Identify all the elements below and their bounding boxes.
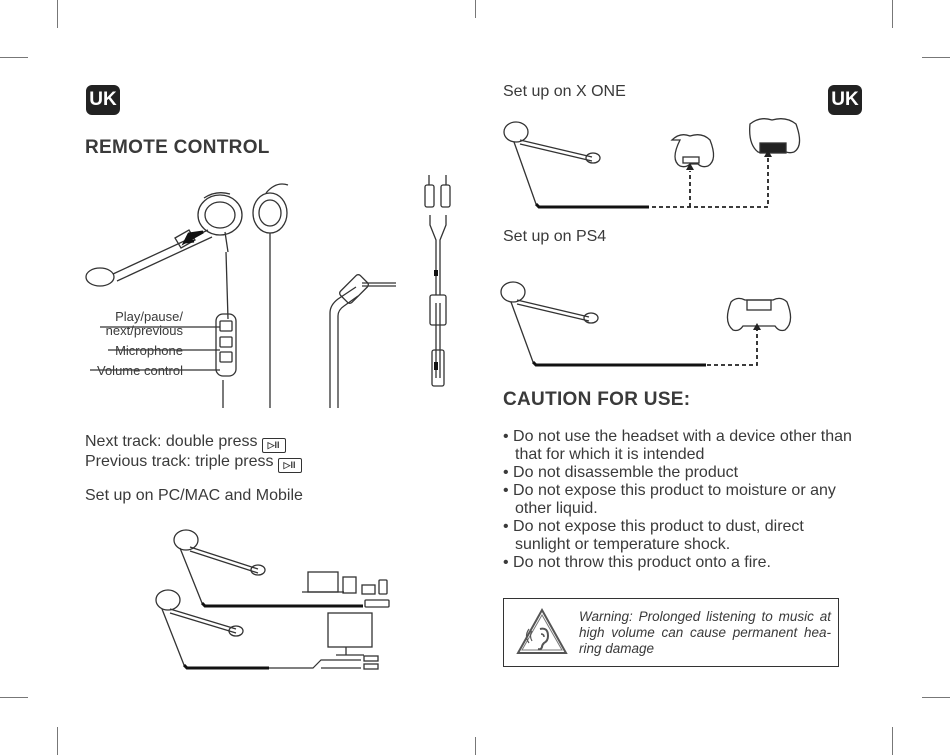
setup-ps4-title: Set up on PS4 [503, 228, 607, 245]
play-pause-icon: ▷II [261, 438, 286, 453]
caution-item: • Do not expose this product to dust, di… [503, 518, 804, 553]
label-microphone: Microphone [115, 343, 183, 358]
crop-mark [57, 727, 58, 755]
remote-labels: Play/pause/ next/previous Microphone Vol… [85, 310, 183, 378]
crop-mark [475, 0, 476, 18]
hearing-warning-icon [516, 607, 568, 654]
caution-item: • Do not expose this product to moisture… [503, 482, 836, 517]
label-play-pause: Play/pause/ [115, 309, 183, 324]
setup-pc-title: Set up on PC/MAC and Mobile [85, 487, 303, 504]
crop-mark [0, 697, 28, 698]
crop-mark [57, 0, 58, 28]
play-pause-icon: ▷II [277, 458, 302, 473]
pc-setup-illustration [155, 529, 390, 670]
crop-mark [0, 57, 28, 58]
ps4-setup-illustration [500, 281, 792, 367]
crop-mark [475, 737, 476, 755]
caution-heading: CAUTION FOR USE: [503, 389, 691, 410]
crop-mark [922, 697, 950, 698]
previous-track-text: Previous track: triple press [85, 453, 274, 470]
setup-xone-title: Set up on X ONE [503, 83, 626, 100]
label-volume-control: Volume control [97, 363, 183, 378]
warning-box: Warning: Prolonged listening to music at… [503, 598, 839, 667]
caution-list: • Do not use the headset with a device o… [503, 428, 873, 572]
uk-badge: UK [86, 85, 120, 115]
caution-item: • Do not throw this product onto a fire. [503, 554, 771, 571]
uk-badge: UK [828, 85, 862, 115]
next-track-text: Next track: double press [85, 433, 258, 450]
xone-setup-illustration [503, 118, 801, 209]
headset-remote-illustration [85, 175, 451, 408]
crop-mark [922, 57, 950, 58]
caution-item: • Do not disassemble the product [503, 464, 739, 481]
track-instructions: Next track: double press▷II Previous tra… [85, 433, 302, 473]
warning-text: Warning: Prolonged listening to music at… [579, 609, 831, 656]
crop-mark [892, 0, 893, 28]
crop-mark [892, 727, 893, 755]
remote-control-heading: REMOTE CONTROL [85, 137, 270, 158]
label-next-previous: next/previous [105, 323, 183, 338]
caution-item: • Do not use the headset with a device o… [503, 428, 852, 463]
